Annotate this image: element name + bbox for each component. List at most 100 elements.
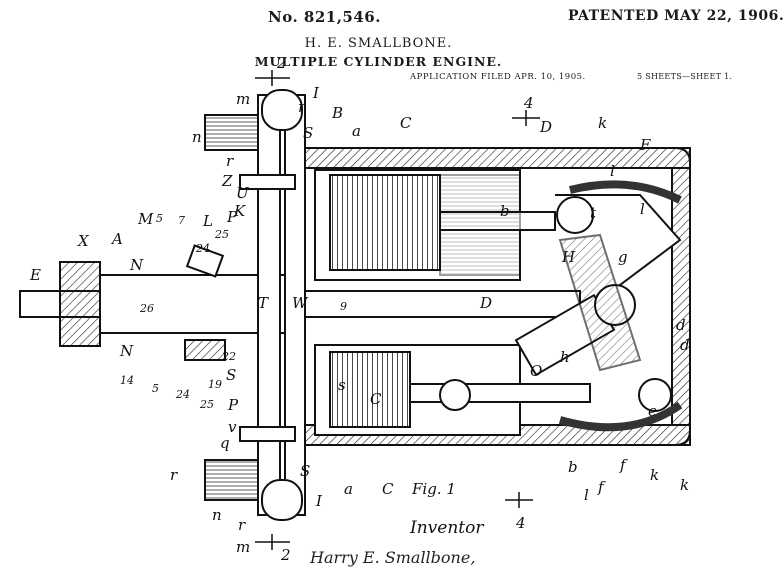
upper-piston [329,174,441,271]
ref-v: v [228,418,237,436]
governor-lever [185,244,225,278]
ref-S-lower: S [300,462,310,480]
inventor-name: H. E. SMALLBONE. [304,36,453,51]
ref-D: D [539,118,552,136]
manifold-top [261,89,303,131]
tilt-plate [558,233,642,372]
ref-26: 26 [139,302,154,315]
section-mark-bottom-right: 4 [515,514,526,532]
casing-wall-right [671,167,691,426]
ref-N-upper: N [129,256,144,274]
ref-H: H [561,248,576,266]
ref-C4: C [400,114,412,132]
ref-14: 14 [120,374,134,387]
section-mark-top-right: 4 [523,94,534,112]
ref-q-upper: Z [221,172,233,190]
ref-O: O [530,362,542,380]
ref-l-upper: l [610,162,615,180]
ref-C2: C [370,390,382,408]
ref-22: 22 [221,350,236,363]
sheet-count: 5 SHEETS—SHEET 1. [637,72,733,81]
ref-L: L [202,212,213,230]
ref-m-top: m [236,90,250,108]
ref-D1: D [479,294,492,312]
ref-k-lower: k [680,476,689,494]
ref-B: B [331,104,343,122]
ref-n-lower: n [212,506,222,524]
ref-I1: I [315,492,323,510]
ref-T: T [258,294,269,312]
casing-wall-top [299,147,691,169]
shaft-hub [59,261,101,347]
ref-f-lower: f [597,478,606,496]
ref-r-bottom: r [238,516,246,534]
ref-k1-top: k [598,114,607,132]
ref-9: 9 [340,300,347,313]
ref-f: f [619,456,628,474]
inventor-label: Inventor [410,518,484,538]
ref-K: K [233,202,246,220]
patent-number: No. 821,546. [268,8,381,26]
ref-P-lower: P [227,396,239,414]
ref-U: U [236,184,250,202]
ref-P-upper: P [226,208,238,226]
ref-24-lower: 24 [175,388,190,401]
ref-X: X [77,232,90,250]
ref-F1: F [639,136,651,154]
ref-k1-lower: k [650,466,659,484]
ref-r-left: r [226,152,234,170]
ref-d1: d [680,336,690,354]
ball-joint-upper [556,196,594,234]
ref-S2: S [226,366,236,384]
ref-C-lower: C [382,480,394,498]
patent-title: MULTIPLE CYLINDER ENGINE. [254,54,503,69]
figure-label: Fig. 1 [411,480,456,498]
governor-lower [184,339,226,361]
ref-r-lower-left: r [170,466,178,484]
patent-drawing-page: No. 821,546. PATENTED MAY 22, 1906. H. E… [19,8,784,567]
ref-24-upper: 24 [195,242,210,255]
ref-E: E [29,266,41,284]
ref-25-upper: 25 [214,228,229,241]
application-filed-date: APPLICATION FILED APR. 10, 1905. [410,72,586,82]
ref-t: t [590,204,597,222]
lower-port-pipe [204,459,259,501]
ref-b-upper: b [500,202,510,220]
ball-joint-lower [638,378,672,412]
ref-l-lower: l [584,486,589,504]
ref-A1: A [110,230,123,248]
ref-e: e [648,402,657,420]
manifold-bottom [261,479,303,521]
ref-7: 7 [178,214,185,227]
section-mark-bottom-left: 2 [280,546,291,564]
wobble-arc-lower [558,401,683,432]
engine-section-drawing: 2 2 4 4 m r I B n S a C D k F r Z U P K … [19,54,691,564]
ref-a-lower: a [344,480,353,498]
ref-W: W [292,294,309,312]
ref-q-lower: q [220,434,230,452]
ref-25-lower: 25 [199,398,214,411]
patent-date: PATENTED MAY 22, 1906. [568,8,784,24]
ref-s1: s [338,376,346,394]
ref-m-bottom: m [236,538,250,556]
ref-S-top: S [303,124,313,142]
ref-g: g [618,248,628,266]
upper-cylinder-liner [439,174,521,276]
ref-5-upper: 5 [156,212,163,225]
inventor-signature: Harry E. Smallbone, [310,548,476,567]
ref-n-top: n [192,128,202,146]
ref-l-upper-2: l [640,200,645,218]
ref-M: M [137,210,154,228]
lower-piston [329,351,411,428]
section-mark-top-left: 2 [276,54,287,72]
ref-d-right: d [676,316,686,334]
ref-a-top: a [352,122,361,140]
wobble-arc-upper [569,180,682,204]
upper-port-pipe [204,114,259,151]
ref-5-lower: 5 [152,382,159,395]
ref-N-lower: N [119,342,134,360]
ref-r-top: r [298,98,306,116]
piston-ball-lower [439,379,471,411]
ref-I3: I [312,84,320,102]
lower-piston-rod [409,383,591,403]
